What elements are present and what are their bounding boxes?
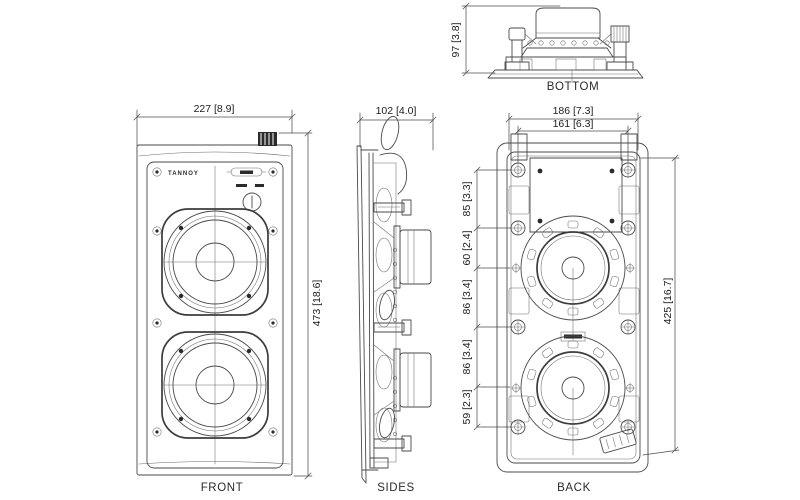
back-view-label: BACK — [557, 482, 591, 494]
bottom-magnet-dome — [535, 7, 601, 39]
sides-depth-dimension: 102 [4.0] — [356, 105, 437, 151]
back-clamp-screws — [510, 162, 636, 435]
back-inner-width-label: 161 [6.3] — [553, 118, 594, 130]
front-height-label: 473 [18.6] — [311, 280, 323, 327]
front-width-label: 227 [8.9] — [194, 103, 235, 115]
brand-label: TANNOY — [168, 171, 199, 177]
front-view-label: FRONT — [201, 482, 244, 494]
back-woofer-upper — [520, 215, 626, 341]
front-frame-top-curve — [138, 151, 291, 157]
front-baffle — [146, 161, 284, 469]
bottom-flange — [487, 69, 644, 79]
front-baffle-screws — [152, 167, 278, 437]
bottom-view: 97 [3.8] — [450, 2, 644, 93]
back-view: 186 [7.3] 161 [6.3] 85 [3.3] 60 — [461, 105, 680, 494]
bottom-clamp-right — [599, 25, 634, 71]
side-magnet-upper — [373, 221, 432, 293]
bottom-view-label: BOTTOM — [547, 81, 600, 93]
front-frame-bottom-curve — [138, 461, 291, 465]
front-wall-frame — [136, 144, 293, 476]
back-outer-width-label: 186 [7.3] — [553, 105, 594, 117]
front-woofer-lower — [161, 331, 269, 439]
back-chain-dim-3: 86 [3.4] — [461, 279, 473, 314]
back-clamp-tabs — [508, 185, 640, 423]
back-inner-width-dimension: 161 [6.3] — [514, 118, 632, 163]
back-chain-dimensions: 85 [3.3] 60 [2.4] 86 [3.4] 86 [3.4] 59 [… — [461, 166, 513, 431]
back-terminal-block — [599, 428, 637, 454]
front-volume-knob — [258, 132, 277, 146]
bottom-height-dimension: 97 [3.8] — [450, 2, 561, 77]
sides-view: 102 [4.0] — [356, 105, 437, 494]
side-wall-plate — [356, 145, 379, 484]
front-view: 227 [8.9] 473 [18.6] TANNOY — [133, 103, 323, 494]
bottom-height-label: 97 [3.8] — [450, 22, 462, 57]
front-height-dimension: 473 [18.6] — [278, 129, 323, 480]
back-height-dimension: 425 [16.7] — [639, 154, 680, 456]
back-chain-dim-2: 60 [2.4] — [461, 230, 473, 265]
front-width-dimension: 227 [8.9] — [133, 103, 296, 147]
bottom-rim — [505, 56, 627, 71]
back-chain-dim-1: 85 [3.3] — [461, 181, 473, 216]
back-outer-width-dimension: 186 [7.3] — [505, 105, 642, 151]
back-woofer-lower — [520, 335, 626, 456]
back-chain-dim-5: 59 [2.3] — [461, 389, 473, 424]
sides-depth-label: 102 [4.0] — [376, 105, 417, 117]
back-chain-dim-4: 86 [3.4] — [461, 339, 473, 374]
tannoy-logo-badge — [226, 167, 267, 177]
bottom-basket — [520, 37, 614, 58]
front-woofer-upper — [161, 208, 269, 316]
side-clamp-middle — [373, 289, 412, 336]
back-panel-inner-line — [510, 155, 637, 460]
adjustment-dial — [242, 192, 262, 212]
back-wall-frame — [496, 142, 649, 473]
back-height-label: 425 [16.7] — [662, 278, 674, 325]
sides-view-label: SIDES — [377, 482, 415, 494]
bottom-clamp-left — [504, 27, 537, 71]
switch-label-marks — [236, 184, 264, 187]
back-clamp-tower-left — [510, 133, 528, 161]
back-clamp-tower-right — [620, 133, 638, 161]
side-magnet-lower — [373, 344, 432, 416]
back-panel — [506, 151, 641, 464]
side-clamp-top — [373, 115, 412, 216]
side-clamp-bottom — [369, 407, 412, 469]
side-chassis — [373, 162, 398, 463]
